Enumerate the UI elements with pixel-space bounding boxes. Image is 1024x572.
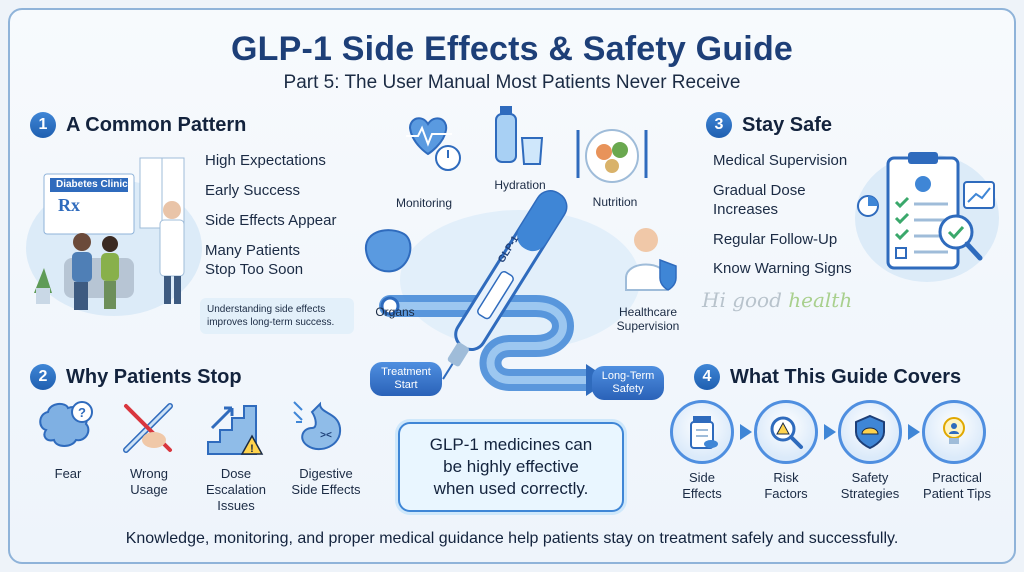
pill-long-term-safety: Long-Term Safety [592, 366, 664, 400]
pill-treatment-start: Treatment Start [370, 362, 442, 396]
s3-item-medical-supervision: Medical Supervision [713, 152, 848, 169]
s1-item-high-expectations: High Expectations [205, 152, 326, 169]
page-title: GLP-1 Side Effects & Safety Guide [230, 30, 794, 68]
callout-line2: be highly effective [443, 457, 579, 476]
stomach-icon: >< [293, 401, 342, 451]
watermark-hi-good: Hi good [702, 288, 782, 312]
clipboard-checklist-icon [855, 152, 999, 282]
watermark-health: health [788, 288, 853, 312]
s1-item-many-patients: Many Patients [205, 242, 301, 259]
s4-label-practical: Practical [932, 470, 982, 485]
glp1-pen [442, 190, 568, 380]
rx-symbol: Rx [58, 195, 80, 215]
pill-safety: Safety [612, 383, 644, 395]
s3-item-warning-signs: Know Warning Signs [713, 260, 852, 277]
svg-text:><: >< [320, 430, 332, 441]
s3-item-gradual-dose: Gradual Dose [713, 182, 806, 199]
s4-label-safety: Safety [851, 470, 889, 485]
section-1-title: A Common Pattern [66, 114, 247, 136]
s2-label-escalation: Escalation [206, 482, 266, 497]
lightbulb-person-icon [943, 417, 965, 444]
footer-message: Knowledge, monitoring, and proper medica… [125, 530, 899, 547]
s2-label-dose-escalation: Dose Escalation Issues [200, 466, 272, 514]
center-label-healthcare: Healthcare Supervision [600, 305, 696, 333]
page-subtitle: Part 5: The User Manual Most Patients Ne… [283, 72, 741, 93]
center-label-healthcare-line2: Supervision [616, 319, 680, 333]
water-bottle-icon [495, 113, 517, 163]
s1-item-side-effects-appear: Side Effects Appear [205, 212, 337, 229]
center-label-nutrition: Nutrition [592, 195, 638, 209]
s4-step-patient-tips [922, 400, 986, 464]
center-label-healthcare-line1: Healthcare [618, 305, 678, 319]
stairs-warning-icon: ! [207, 405, 264, 455]
magnifier-warning-icon [770, 416, 803, 449]
s2-label-fear: Fear [36, 466, 100, 482]
s4-step-side-effects [670, 400, 734, 464]
svg-text:!: ! [250, 443, 254, 455]
s3-item-regular-followup: Regular Follow-Up [713, 231, 838, 248]
s2-label-digestive: Digestive Side Effects [284, 466, 368, 498]
section-2-number: 2 [30, 364, 56, 390]
s1-note-line1: Understanding side effects [207, 304, 326, 315]
glass-icon [520, 137, 544, 165]
syringe-hand-icon [123, 403, 173, 453]
doctor-head [634, 228, 658, 252]
s4-label-strategies: Strategies [840, 486, 900, 501]
s4-arrow-1 [740, 424, 752, 440]
section-4-title: What This Guide Covers [730, 366, 962, 388]
section-3-title: Stay Safe [742, 114, 833, 136]
shield-icon [659, 258, 677, 291]
s2-label-digestive-line1: Digestive [299, 466, 353, 481]
s2-label-fear-text: Fear [54, 466, 82, 481]
center-label-organs: Organs [375, 305, 415, 319]
svg-text:?: ? [78, 405, 86, 420]
medicine-bottle-icon [690, 416, 718, 449]
s2-label-wrong: Wrong [129, 466, 169, 481]
liver-icon [364, 229, 412, 273]
heart-icon [408, 117, 448, 156]
plate-icon [585, 129, 639, 183]
s2-label-dose: Dose [220, 466, 252, 481]
s4-label-safety-strategies: Safety Strategies [830, 470, 910, 502]
s4-label-side-effects: Side Effects [662, 470, 742, 502]
s1-item-stop-too-soon: Stop Too Soon [205, 261, 304, 278]
pill-treatment: Treatment [381, 366, 431, 378]
watermark-logo: Hi good health [702, 288, 852, 312]
section-2-title: Why Patients Stop [66, 366, 242, 388]
s3-item-increases: Increases [713, 201, 779, 218]
callout-line3: when used correctly. [433, 479, 589, 498]
callout-box: GLP-1 medicines can be highly effective … [398, 422, 624, 512]
center-illustration [364, 106, 677, 396]
center-label-monitoring: Monitoring [395, 196, 453, 210]
section-4-number: 4 [694, 364, 720, 390]
s1-note-line2: improves long-term success. [207, 317, 335, 328]
s2-label-digestive-line2: Side Effects [291, 482, 361, 497]
clinic-illustration [26, 157, 202, 316]
s2-label-issues: Issues [217, 498, 255, 513]
s4-label-factors: Factors [764, 486, 808, 501]
s1-item-early-success: Early Success [205, 182, 301, 199]
s2-label-wrong-usage: Wrong Usage [114, 466, 184, 498]
s4-step-risk-factors [754, 400, 818, 464]
s4-label-risk-factors: Risk Factors [746, 470, 826, 502]
clinic-sign: Diabetes Clinic [56, 179, 128, 190]
s4-label-risk: Risk [773, 470, 799, 485]
callout-line1: GLP-1 medicines can [429, 435, 593, 454]
pill-start: Start [394, 379, 418, 391]
section-1-number: 1 [30, 112, 56, 138]
shield-helmet-icon [855, 414, 885, 450]
brain-question-icon: ? [39, 401, 93, 447]
center-label-hydration: Hydration [494, 178, 546, 192]
s2-label-usage: Usage [130, 482, 168, 497]
s1-note: Understanding side effects improves long… [200, 298, 354, 334]
s4-arrow-3 [908, 424, 920, 440]
pill-long-term: Long-Term [601, 370, 655, 382]
s4-step-safety-strategies [838, 400, 902, 464]
s4-label-patient-tips-text: Patient Tips [923, 486, 991, 501]
s4-label-effects: Effects [682, 486, 722, 501]
s4-arrow-2 [824, 424, 836, 440]
section-3-number: 3 [706, 112, 732, 138]
s4-label-patient-tips: Practical Patient Tips [910, 470, 1004, 502]
s4-label-side: Side [688, 470, 716, 485]
